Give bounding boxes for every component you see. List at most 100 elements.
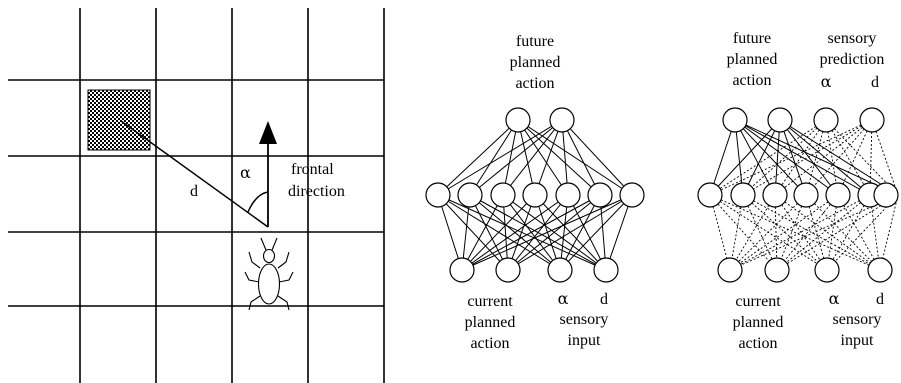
c-connection-prediction-hidden [709, 119, 827, 196]
bug-agent [244, 237, 294, 311]
c-connection-hidden-input [776, 194, 807, 271]
c-connection-hidden-input [774, 194, 828, 271]
c-sensory-input-label-1: sensory [833, 311, 882, 328]
c-connection-output-hidden [709, 119, 736, 196]
b-current-action-label-3: action [470, 335, 509, 352]
frontal-direction-arrowhead [259, 121, 277, 144]
c-output-label-1: future [733, 30, 771, 47]
c-output-unit [767, 107, 793, 133]
frontal-direction-label-2: direction [288, 183, 345, 200]
c-prediction-label-2: prediction [820, 51, 885, 68]
network-c-units [697, 107, 899, 283]
c-connection-hidden-input [709, 194, 731, 271]
b-connection-output-hidden [517, 119, 569, 196]
c-connection-hidden-input [805, 194, 828, 271]
b-connection-hidden-input [461, 194, 504, 271]
b-connection-hidden-input [559, 194, 601, 271]
b-connection-hidden-input [507, 194, 569, 271]
b-connection-output-hidden [517, 119, 601, 196]
b-current-action-label-2: planned [465, 314, 516, 331]
panel-feedforward-network: future planned action α d current planne… [425, 33, 645, 352]
c-connection-output-hidden [779, 119, 899, 196]
c-connection-prediction-hidden [742, 119, 873, 196]
b-connection-hidden-input [437, 194, 463, 271]
c-current-action-label-1: current [735, 293, 781, 310]
frontal-direction-label-1: frontal [291, 161, 334, 178]
b-connection-output-hidden [561, 119, 601, 196]
c-input-unit [867, 257, 893, 283]
c-output-unit [722, 107, 748, 133]
c-connection-hidden-input [805, 194, 881, 271]
b-connection-hidden-input [559, 194, 633, 271]
target-square [87, 89, 151, 151]
c-connection-hidden-input [826, 194, 839, 271]
b-connection-hidden-input [507, 194, 536, 271]
c-connection-prediction-hidden [774, 119, 827, 196]
c-connection-output-hidden [734, 119, 776, 196]
b-connection-output-hidden [561, 119, 633, 196]
c-connection-hidden-input [729, 194, 839, 271]
c-connection-output-hidden [742, 119, 781, 196]
c-prediction-label-1: sensory [828, 30, 877, 47]
c-connection-hidden-input [869, 194, 881, 271]
c-input-alpha-label: α [829, 289, 840, 308]
b-connection-output-hidden [502, 119, 563, 196]
b-connection-hidden-input [437, 194, 509, 271]
b-connection-output-hidden [437, 119, 519, 196]
b-hidden-unit [555, 182, 581, 208]
b-connection-hidden-input [461, 194, 536, 271]
c-hidden-unit [825, 182, 851, 208]
c-connection-hidden-input [729, 194, 776, 271]
c-connection-hidden-input [826, 194, 871, 271]
network-b-units [425, 107, 645, 283]
b-connection-hidden-input [461, 194, 569, 271]
b-connection-hidden-input [605, 194, 633, 271]
b-output-label-1: future [516, 33, 554, 50]
b-hidden-unit [490, 182, 516, 208]
b-connection-output-hidden [517, 119, 536, 196]
b-output-unit [505, 107, 531, 133]
c-input-unit [717, 257, 743, 283]
c-connection-prediction-hidden [871, 119, 899, 196]
c-connection-output-hidden [709, 119, 781, 196]
panel-prediction-network: future planned action sensory prediction… [697, 30, 899, 352]
b-input-unit [547, 257, 573, 283]
b-connection-hidden-input [469, 194, 509, 271]
c-connection-output-hidden [734, 119, 839, 196]
c-connection-prediction-hidden [825, 119, 899, 196]
b-connection-hidden-input [461, 194, 633, 271]
c-output-label-2: planned [727, 51, 778, 68]
b-output-label-2: planned [510, 54, 561, 71]
c-connection-hidden-input [879, 194, 899, 271]
c-connection-output-hidden [779, 119, 871, 196]
c-connection-hidden-input [729, 194, 871, 271]
c-connection-hidden-input [776, 194, 839, 271]
c-connection-prediction-hidden [805, 119, 827, 196]
c-prediction-unit [859, 107, 885, 133]
b-connection-output-hidden [534, 119, 563, 196]
c-input-d-label: d [876, 291, 884, 308]
b-hidden-unit [522, 182, 548, 208]
c-connection-output-hidden [734, 119, 807, 196]
b-connection-hidden-input [461, 194, 601, 271]
b-connection-output-hidden [502, 119, 519, 196]
b-input-alpha-label: α [558, 289, 569, 308]
c-hidden-unit [697, 182, 723, 208]
b-connection-hidden-input [507, 194, 601, 271]
c-connection-hidden-input [774, 194, 881, 271]
c-connection-hidden-input [742, 194, 828, 271]
b-input-d-label: d [600, 291, 608, 308]
b-output-unit [549, 107, 575, 133]
c-connection-prediction-hidden [825, 119, 871, 196]
c-prediction-unit [813, 107, 839, 133]
b-input-unit [593, 257, 619, 283]
b-hidden-unit [457, 182, 483, 208]
c-connection-prediction-hidden [774, 119, 873, 196]
distance-label: d [190, 183, 198, 200]
c-connection-hidden-input [709, 194, 778, 271]
b-connection-hidden-input [507, 194, 633, 271]
b-hidden-unit [425, 182, 451, 208]
b-connection-output-hidden [437, 119, 563, 196]
panel-grid-world: α d frontal direction [8, 8, 385, 383]
